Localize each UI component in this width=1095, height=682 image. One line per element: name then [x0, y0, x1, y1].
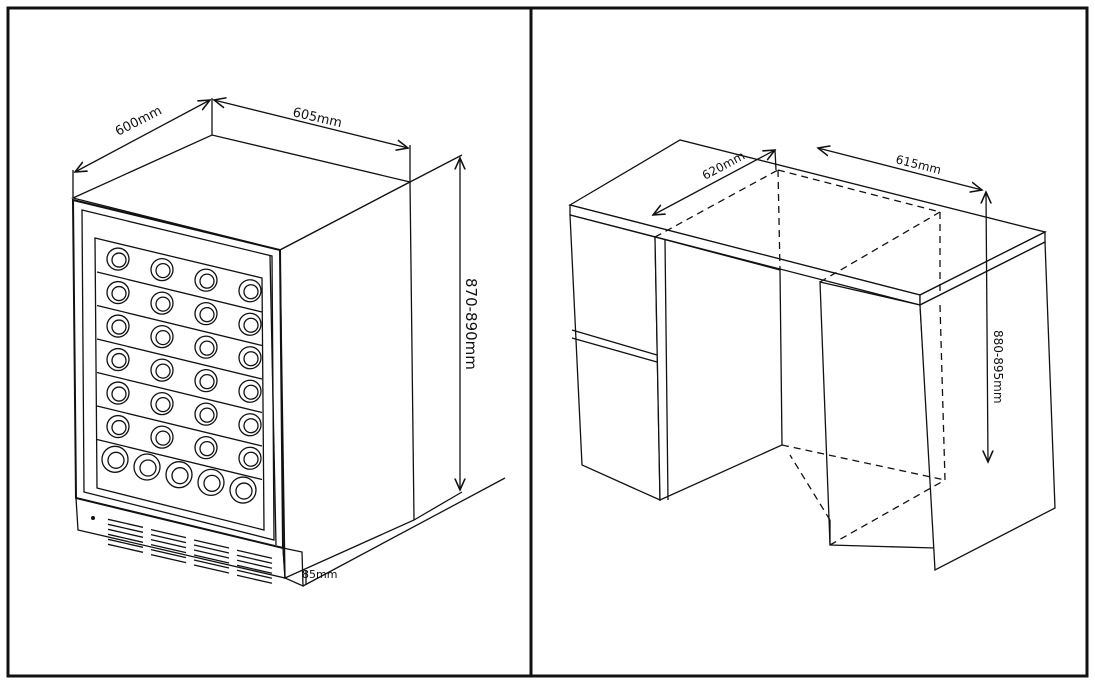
cutout-height-label: 880-895mm [991, 330, 1005, 404]
drawer-divider [571, 329, 658, 356]
left-cabinet-side [654, 236, 783, 501]
vent-slat [236, 559, 273, 569]
bottle-rack [96, 247, 263, 504]
vent-slat [236, 569, 273, 579]
shelf [96, 338, 263, 380]
shelf [96, 304, 263, 347]
vent-slat [236, 564, 273, 574]
vent-slat [236, 554, 273, 564]
bottle-neck [155, 262, 171, 279]
kick-dimension-leader [302, 477, 506, 587]
depth-dimension-line [75, 100, 210, 172]
vent-slat [107, 523, 144, 533]
door-inner-frame [81, 209, 275, 541]
vent-slat [236, 549, 273, 559]
vent-slat [107, 543, 144, 553]
vent-slat [150, 544, 187, 554]
vent-slat [193, 559, 230, 569]
cooler-side-face [279, 180, 415, 579]
bottle-neck [111, 285, 127, 302]
vent-slat [150, 529, 187, 539]
cutout-depth-line [653, 150, 775, 215]
kick-plate-label: 85mm [302, 568, 337, 581]
bottle-neck [171, 467, 189, 485]
bottle-neck [243, 317, 259, 333]
width-label: 605mm [291, 105, 343, 131]
width-dimension-line [214, 100, 408, 148]
left-cabinet-front [569, 214, 661, 502]
bottle-neck [155, 430, 171, 446]
vent-slat [150, 554, 187, 564]
bottle-neck [155, 396, 171, 413]
cabinet-drawing: 620mm 615mm 880-895mm [568, 139, 1056, 572]
bottle-neck [243, 384, 259, 400]
bottle-neck [155, 329, 171, 346]
bottle-neck [111, 252, 127, 268]
cutout-width-line [818, 148, 982, 190]
outer-frame [6, 6, 1089, 678]
vent-slat [150, 549, 187, 559]
bottle-neck [235, 482, 253, 500]
bottle-neck [155, 296, 171, 312]
vent-slat [193, 539, 230, 549]
bottle-neck [111, 319, 127, 335]
vent-slat [193, 554, 230, 564]
shelf [96, 271, 263, 313]
height-label: 870-890mm [462, 278, 480, 370]
vent-slat [236, 574, 273, 584]
bottle-neck [111, 352, 127, 369]
bottle-neck [139, 459, 157, 477]
depth-label: 600mm [113, 103, 164, 139]
bottle-neck [243, 284, 259, 300]
vent-slat [150, 534, 187, 544]
vent-slat [107, 518, 144, 528]
bottle-neck [111, 419, 127, 436]
shelf [96, 371, 263, 414]
screw-icon [91, 516, 95, 520]
bottle-neck [199, 307, 215, 323]
bottle-neck [199, 374, 215, 390]
bottle-neck [203, 474, 221, 493]
door-handle [269, 255, 277, 546]
vent-slat [193, 549, 230, 559]
vent-slat [107, 533, 144, 543]
right-cabinet-front [819, 281, 936, 549]
bottle-neck [155, 363, 171, 379]
vent-slat [193, 544, 230, 554]
vent-grille [107, 518, 273, 584]
bottle-neck [243, 351, 259, 367]
cutout-height-line [986, 192, 988, 462]
bottle-neck [243, 418, 259, 434]
bottle-neck [243, 451, 259, 467]
vent-slat [107, 538, 144, 548]
wine-cooler-drawing: 600mm 605mm 870-890mm 85mm [71, 98, 506, 588]
bottle-neck [107, 451, 125, 469]
vent-slat [107, 528, 144, 538]
shelf [96, 405, 263, 447]
bottle-neck [199, 407, 215, 423]
bottle-neck [199, 441, 215, 457]
door-glass [94, 237, 265, 531]
kick-plate [75, 497, 286, 579]
bottle-neck [199, 273, 215, 289]
vent-slat [150, 539, 187, 549]
bottle-neck [111, 386, 127, 402]
bottle-neck [199, 340, 215, 356]
vent-slat [193, 564, 230, 574]
shelf [96, 438, 263, 481]
